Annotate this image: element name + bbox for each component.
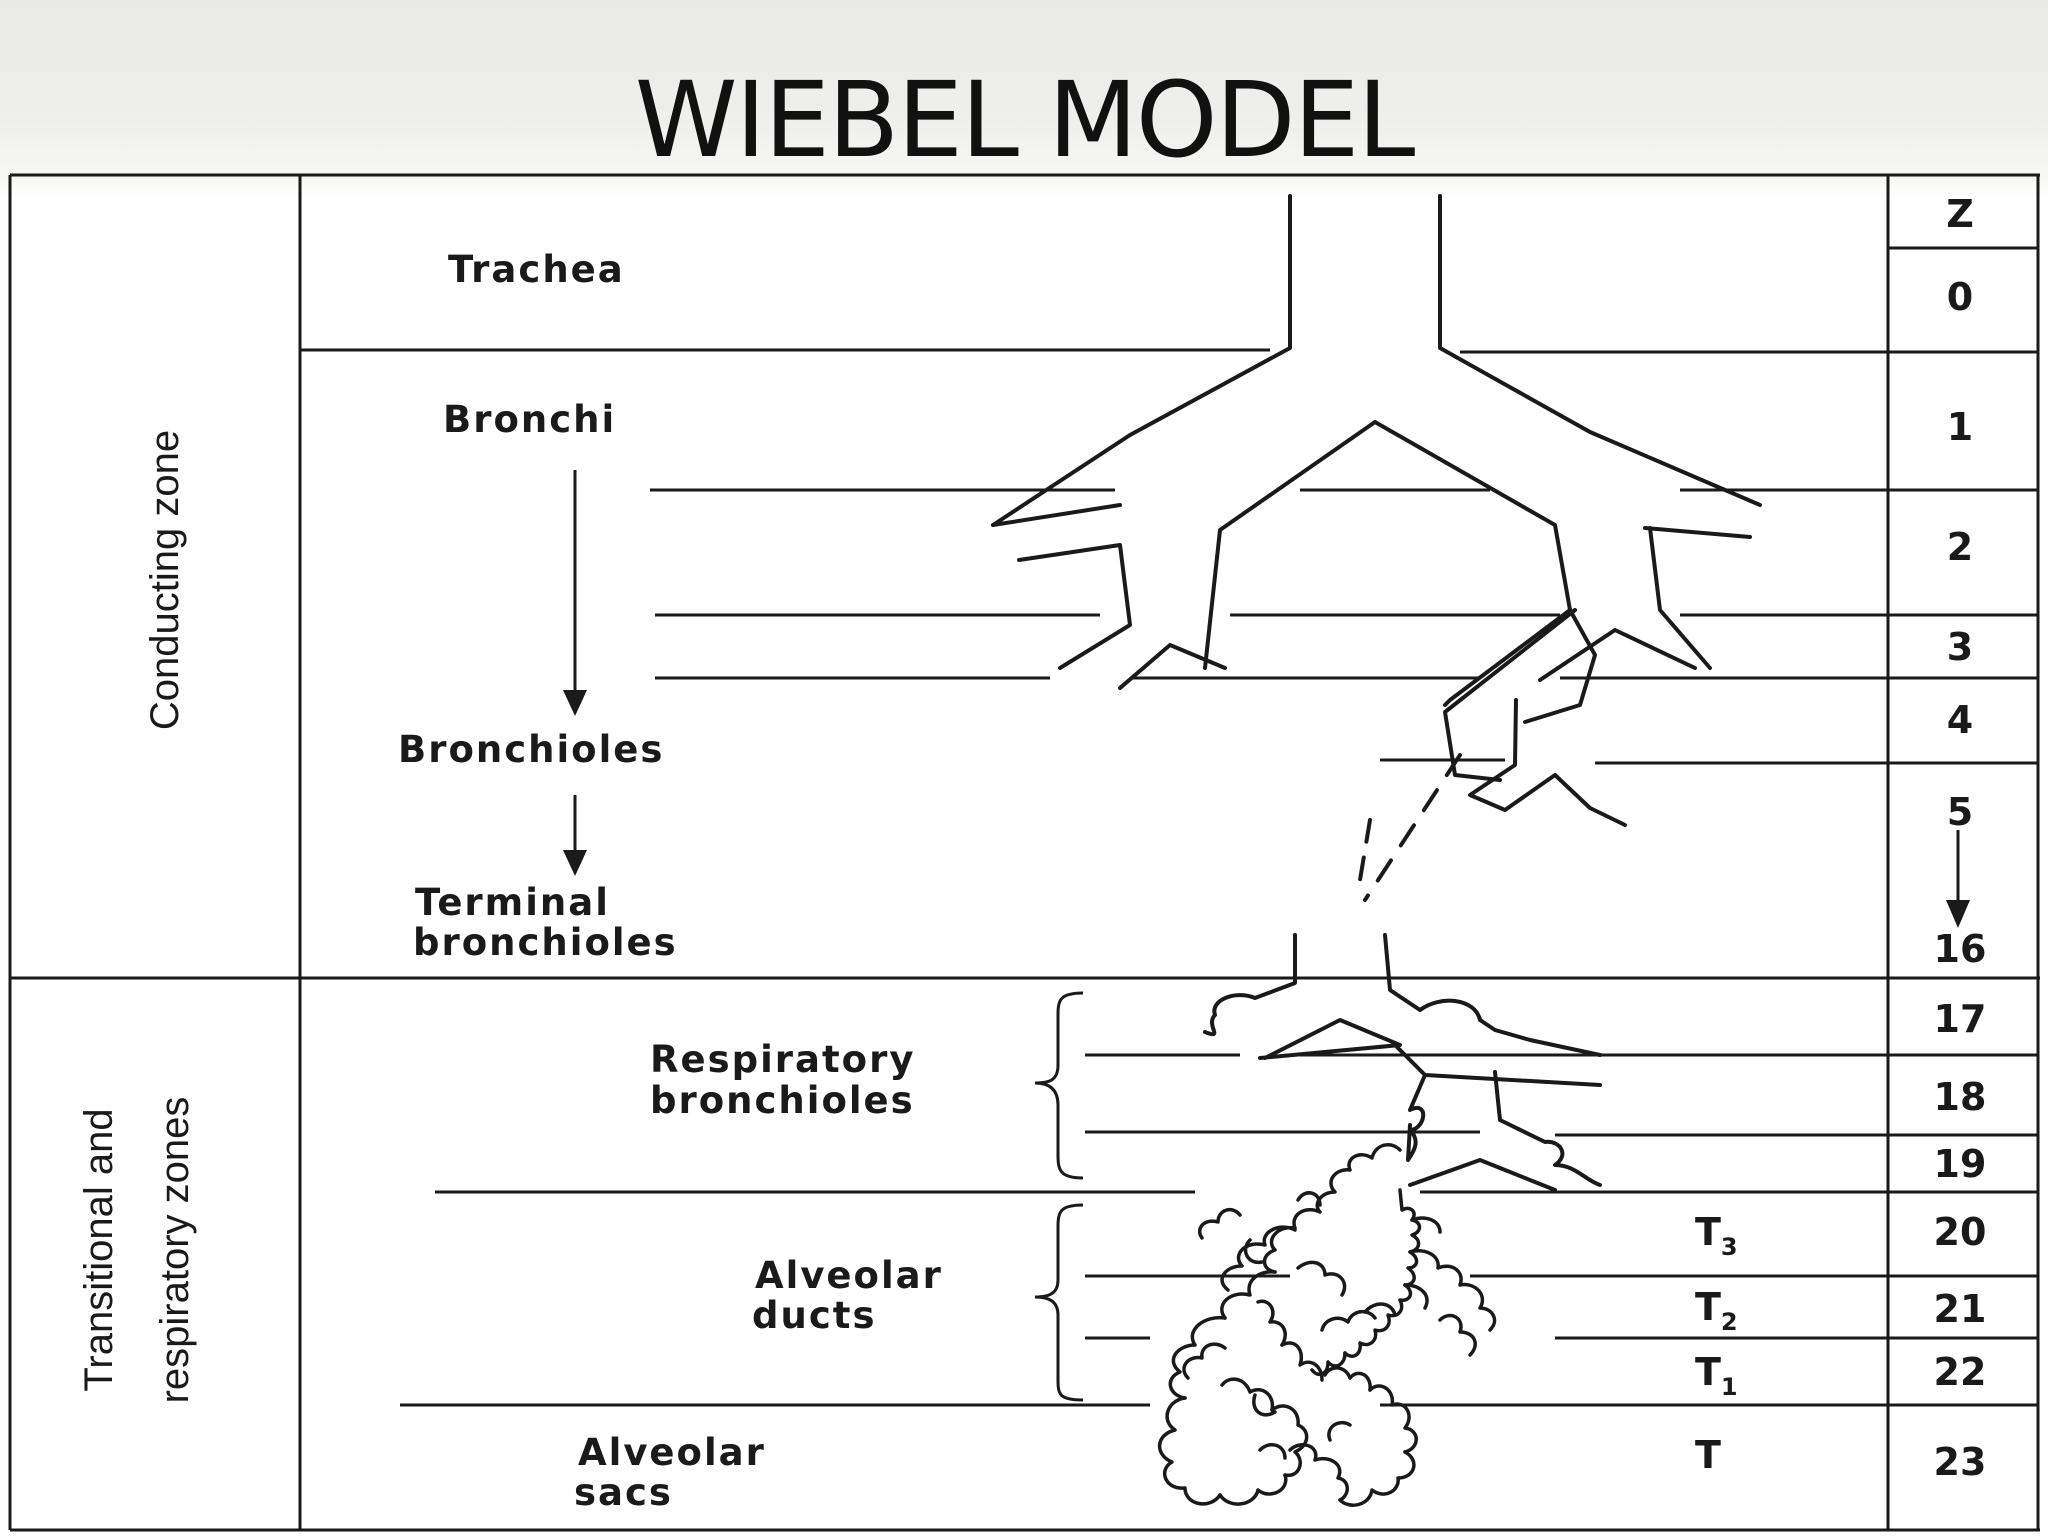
airway-tree — [991, 194, 1762, 1192]
label-sacs-line1: Alveolar — [578, 1431, 766, 1474]
generation-19: 19 — [1934, 1142, 1987, 1186]
alveolar-clusters — [1157, 1142, 1497, 1507]
transition-label-t1: T1 — [1695, 1350, 1738, 1401]
respiratory-brace — [1034, 991, 1084, 1180]
generation-18: 18 — [1934, 1075, 1987, 1119]
zone-label-transitional-line2: respiratory zones — [153, 1097, 197, 1404]
generation-header: Z — [1946, 192, 1974, 236]
generation-16: 16 — [1934, 927, 1987, 971]
label-respiratory-line1: Respiratory — [650, 1038, 915, 1081]
slide-title: WIEBEL MODEL — [634, 59, 1416, 181]
generation-22: 22 — [1934, 1350, 1987, 1394]
label-terminal-line1: Terminal — [415, 881, 610, 924]
generation-arrow — [1946, 830, 1970, 928]
transition-label-t2: T2 — [1695, 1285, 1738, 1336]
generation-separators — [1888, 246, 2038, 1407]
zone-label-conducting: Conducting zone — [143, 430, 187, 730]
table-frame — [8, 173, 2040, 1532]
label-terminal-line2: bronchioles — [413, 921, 678, 964]
label-bronchi: Bronchi — [443, 398, 616, 441]
generation-2: 2 — [1947, 525, 1973, 569]
progression-arrows — [563, 470, 587, 876]
generation-5: 5 — [1947, 790, 1973, 834]
label-bronchioles: Bronchioles — [398, 728, 664, 771]
label-ducts-line2: ducts — [752, 1294, 876, 1337]
label-sacs-line2: sacs — [574, 1471, 673, 1514]
generation-23: 23 — [1934, 1440, 1987, 1484]
generation-21: 21 — [1934, 1287, 1987, 1331]
generation-3: 3 — [1947, 625, 1973, 669]
generation-0: 0 — [1947, 275, 1973, 319]
generation-20: 20 — [1934, 1210, 1987, 1254]
zone-label-transitional-line1: Transitional and — [77, 1108, 121, 1391]
generation-1: 1 — [1947, 405, 1973, 449]
label-ducts-line1: Alveolar — [755, 1254, 943, 1297]
transition-label-t: T — [1695, 1433, 1721, 1477]
label-trachea: Trachea — [448, 248, 625, 291]
ducts-brace — [1034, 1203, 1084, 1402]
generation-17: 17 — [1934, 997, 1987, 1041]
transition-label-t3: T3 — [1695, 1210, 1738, 1261]
label-respiratory-line2: bronchioles — [650, 1079, 915, 1122]
generation-4: 4 — [1947, 698, 1973, 742]
